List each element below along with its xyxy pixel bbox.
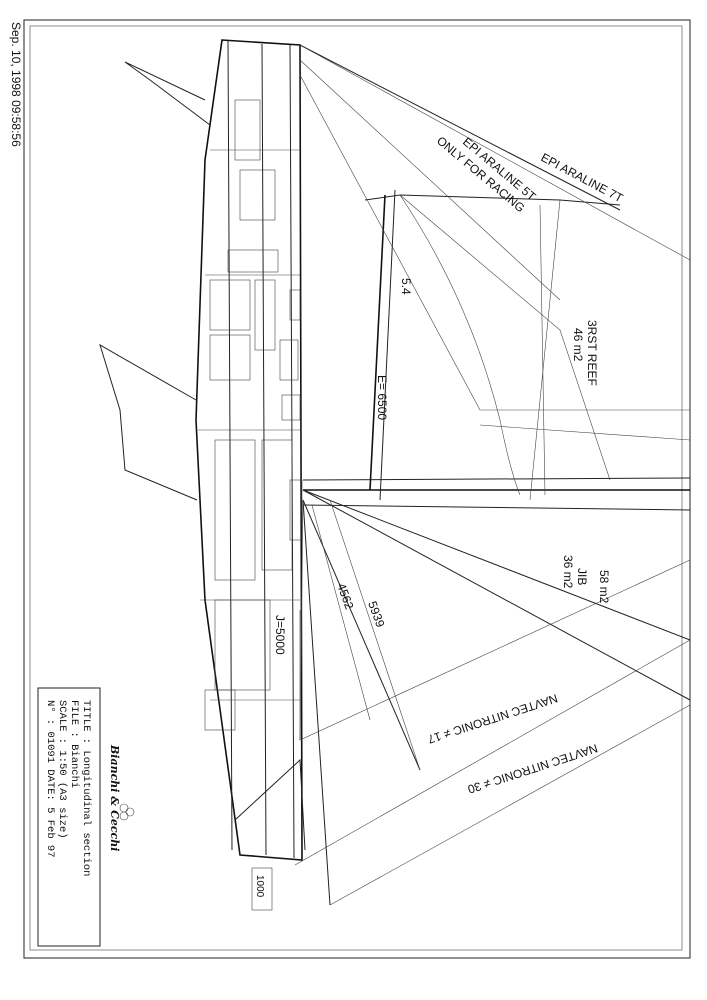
rudder xyxy=(124,61,211,126)
label-j-dim: J=5000 xyxy=(273,615,287,655)
label-navtec-30: NAVTEC NITRONIC ≠ 30 xyxy=(466,741,600,796)
label-epi-araline-7t: EPI ARALINE 7T xyxy=(539,150,626,205)
label-main-area: 58 m2 xyxy=(597,570,611,604)
hull xyxy=(195,39,303,861)
drawing-inner-frame xyxy=(29,25,683,951)
print-timestamp: Sep. 10, 1998 09:58:56 xyxy=(9,22,23,147)
title-line: TITLE : Longitudinal section xyxy=(80,700,92,876)
label-angle: 5.4 xyxy=(399,278,413,295)
brand-logo-icon xyxy=(119,803,135,821)
label-dim-5939: 5939 xyxy=(365,599,387,629)
label-navtec-17: NAVTEC NITRONIC ≠ 17 xyxy=(426,691,560,746)
label-dim-4562: 4562 xyxy=(334,581,356,611)
rig xyxy=(294,44,691,906)
title-block: TITLE : Longitudinal section FILE : Bian… xyxy=(37,687,135,947)
label-jib-area: 36 m2 xyxy=(561,555,575,589)
label-jib: JIB xyxy=(575,568,589,585)
label-boom-e: E= 6500 xyxy=(375,375,389,420)
file-line: FILE : Bianchi xyxy=(68,700,80,788)
dim-1000-box xyxy=(251,867,273,911)
label-3rst-reef: 3RST REEF xyxy=(585,320,599,386)
bow-sprit xyxy=(234,758,306,851)
drawing-frame xyxy=(23,19,691,959)
keel xyxy=(99,343,198,501)
label-reef-area: 46 m2 xyxy=(571,328,585,362)
brand-logo-text: Bianchi & Cecchi xyxy=(108,744,121,851)
label-dim-1000: 1000 xyxy=(254,875,265,898)
scale-line: SCALE : 1:50 (A3 size) xyxy=(56,700,68,839)
interior-layout xyxy=(204,99,303,731)
number-line: N° : 01091 DATE: 5 Feb 97 xyxy=(44,700,56,858)
